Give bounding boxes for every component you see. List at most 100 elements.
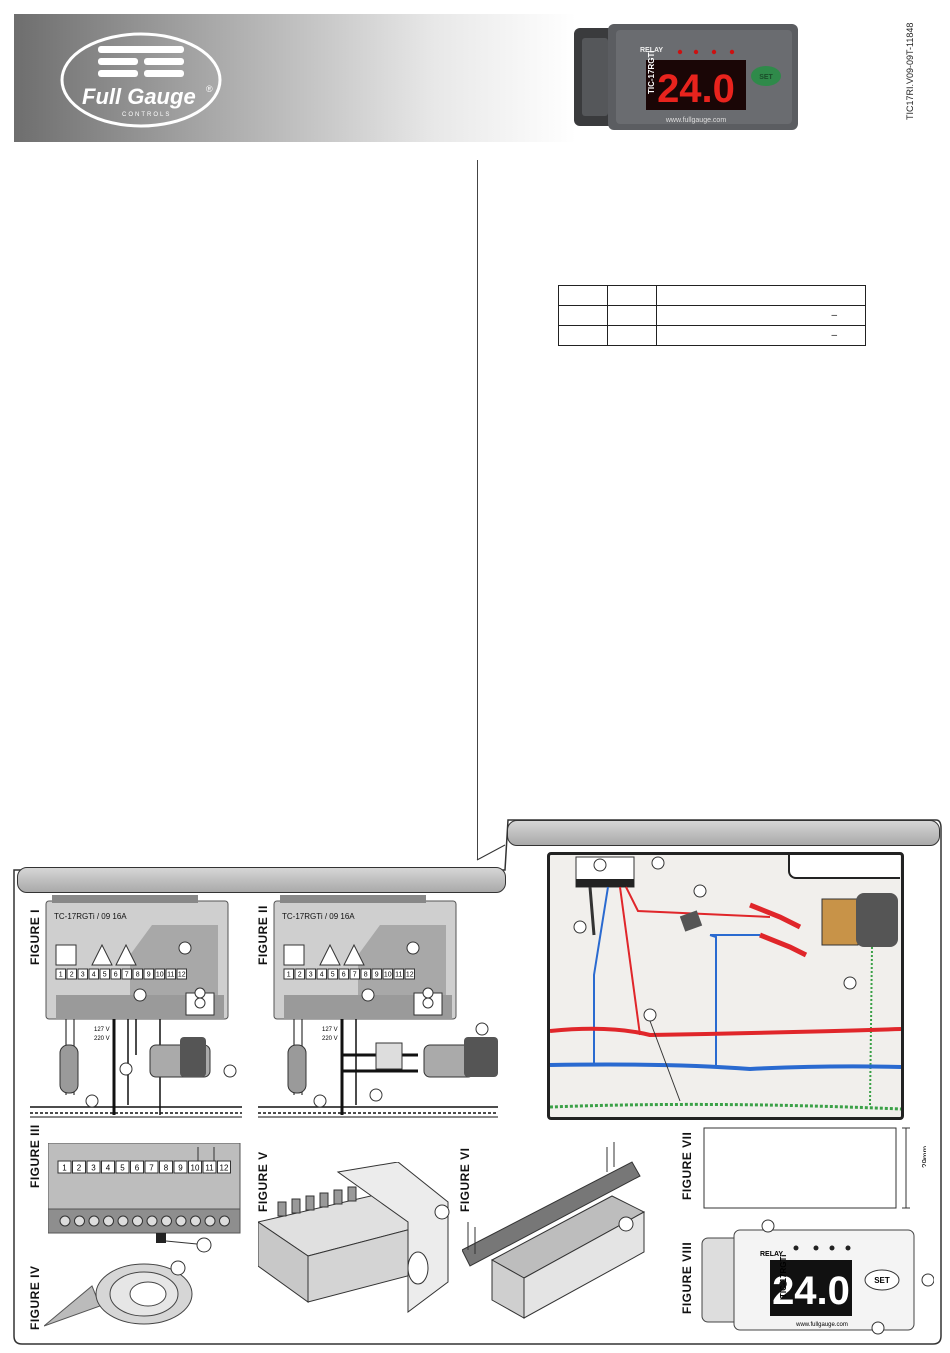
- terminal-number: 4: [106, 1164, 111, 1173]
- column-divider: [477, 160, 478, 860]
- terminal-screw: [175, 1215, 187, 1227]
- terminal-box: [371, 968, 382, 980]
- terminal-box: [327, 968, 338, 980]
- terminal-box: [72, 1160, 86, 1174]
- terminal-box: [360, 968, 371, 980]
- terminal-number: 7: [353, 972, 357, 979]
- terminal-number: 8: [164, 1164, 169, 1173]
- terminal-box: [66, 968, 77, 980]
- terminal-box: [159, 1160, 173, 1174]
- brand-logo: Full Gauge CONTROLS ®: [60, 32, 222, 128]
- terminal-box: [404, 968, 415, 980]
- terminal-screw: [59, 1215, 71, 1227]
- brand-name: Full Gauge: [82, 84, 196, 109]
- product-label: TC-17RGTi / 09 16A: [54, 912, 127, 921]
- terminal-number: 5: [331, 972, 335, 979]
- terminal-screw: [132, 1215, 143, 1227]
- terminal-number: 11: [205, 1164, 214, 1173]
- terminal-number: 9: [147, 972, 151, 979]
- url-label: www.fullgauge.com: [665, 117, 726, 124]
- terminal-number: 2: [77, 1164, 82, 1173]
- terminal-box: [283, 968, 294, 980]
- terminal-box: [349, 968, 360, 980]
- terminal-number: 10: [156, 972, 164, 979]
- led-indicator: [793, 1245, 799, 1251]
- terminal-screw: [190, 1215, 201, 1227]
- led-indicator: [677, 49, 683, 55]
- terminal-screw: [219, 1215, 230, 1227]
- terminal-number: 1: [59, 972, 63, 979]
- terminal-screw: [103, 1215, 114, 1227]
- terminal-box: [305, 968, 316, 980]
- terminal-box: [121, 968, 132, 980]
- set-button[interactable]: [864, 1269, 900, 1291]
- terminal-number: 4: [92, 972, 96, 979]
- dimension-label: 29mm: [921, 1145, 926, 1168]
- terminal-number: 10: [191, 1164, 200, 1173]
- set-label: SET: [874, 1276, 890, 1285]
- terminal-box: [217, 1160, 231, 1174]
- terminal-box: [154, 968, 165, 980]
- led-indicator: [813, 1245, 819, 1251]
- device-photo-top: RELAY 24.0 TIC-17RGTi SET www.fullgauge.…: [572, 16, 804, 140]
- table-row: –: [558, 305, 867, 326]
- set-button[interactable]: [751, 66, 781, 86]
- terminal-number: 12: [178, 972, 186, 979]
- registered-mark: ®: [206, 84, 213, 94]
- figure-iv-diagram: [44, 1260, 193, 1327]
- terminal-box: [88, 968, 99, 980]
- terminal-box: [294, 968, 305, 980]
- terminal-box: [173, 1160, 188, 1174]
- terminal-box: [188, 1160, 202, 1174]
- terminal-number: 12: [220, 1164, 229, 1173]
- wiring-photo: [547, 852, 904, 1120]
- terminal-screw: [204, 1215, 216, 1227]
- terminal-screw: [161, 1215, 172, 1227]
- terminal-number: 12: [406, 972, 414, 979]
- figure-viii-label: FIGURE VIII: [680, 1241, 694, 1314]
- product-label: TC-17RGTi / 09 16A: [282, 912, 355, 921]
- relay-label: RELAY: [760, 1251, 783, 1258]
- terminal-box: [55, 968, 66, 980]
- v220-label: 220 V: [322, 1036, 338, 1042]
- terminal-number: 9: [375, 972, 379, 979]
- terminal-number: 3: [81, 972, 85, 979]
- terminal-number: 1: [62, 1164, 67, 1173]
- brand-sub: CONTROLS: [122, 112, 171, 118]
- terminal-number: 8: [364, 972, 368, 979]
- terminal-number: 5: [120, 1164, 125, 1173]
- led-indicator: [693, 49, 699, 55]
- model-label: TIC-17RGTi: [647, 51, 656, 94]
- figure-iii-label: FIGURE III: [28, 1124, 42, 1188]
- relay-label: RELAY: [640, 47, 663, 54]
- photo-tab: [788, 855, 900, 879]
- terminal-box: [86, 1160, 101, 1174]
- terminal-number: 7: [149, 1164, 154, 1173]
- table-row: –: [558, 325, 867, 346]
- led-indicator: [729, 49, 735, 55]
- figure-viii-device: RELAY 24.0 TIC-17RGTi SET www.fullgauge.…: [701, 1219, 934, 1335]
- v220-label: 220 V: [94, 1036, 110, 1042]
- terminal-box: [132, 968, 143, 980]
- terminal-box: [338, 968, 349, 980]
- url-label: www.fullgauge.com: [795, 1322, 848, 1328]
- terminal-screw: [88, 1215, 100, 1227]
- terminal-number: 3: [91, 1164, 96, 1173]
- terminal-number: 3: [309, 972, 313, 979]
- terminal-box: [57, 1160, 72, 1174]
- terminal-number: 4: [320, 972, 324, 979]
- figure-v-diagram: [258, 1162, 450, 1313]
- terminal-number: 6: [342, 972, 346, 979]
- terminal-number: 11: [395, 972, 402, 979]
- terminal-number: 6: [135, 1164, 140, 1173]
- spec-table: – –: [558, 285, 867, 346]
- figure-iv-label: FIGURE IV: [28, 1265, 42, 1330]
- terminal-number: 11: [167, 972, 174, 979]
- terminal-box: [176, 968, 187, 980]
- terminal-number: 8: [136, 972, 140, 979]
- led-indicator: [711, 49, 717, 55]
- terminal-number: 1: [287, 972, 291, 979]
